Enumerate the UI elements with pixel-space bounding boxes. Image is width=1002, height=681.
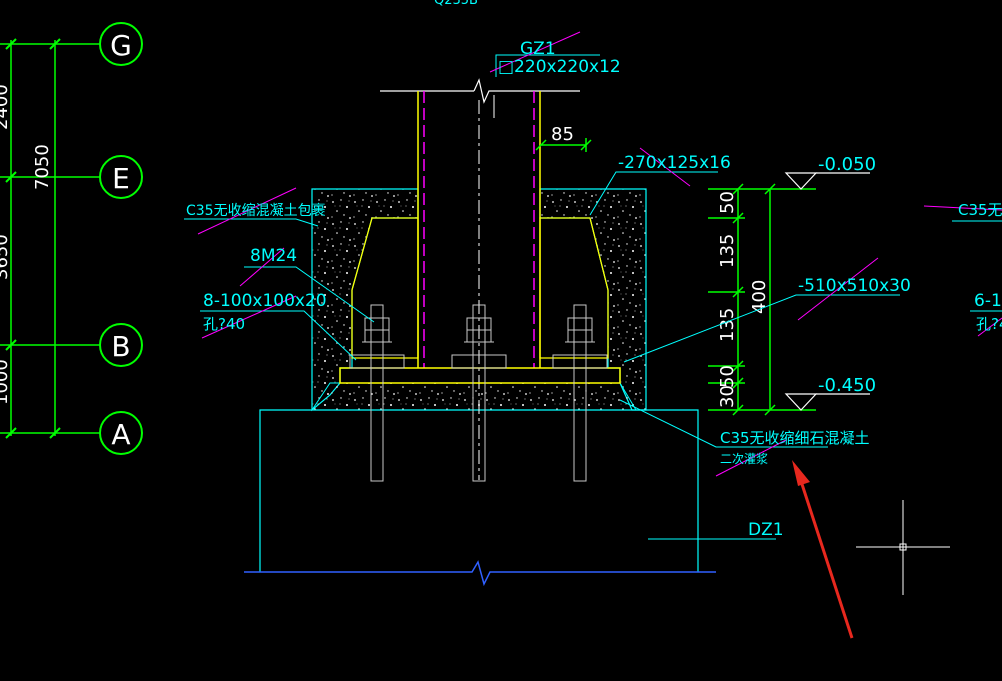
axis-bubble-g <box>99 22 143 66</box>
red-annotation-arrow-icon <box>792 460 854 639</box>
elevation-markers <box>784 172 870 411</box>
elevation-bottom: -0.450 <box>818 375 876 396</box>
grid-axes <box>0 22 143 455</box>
leader-lines <box>184 54 900 540</box>
axis-label-g: G <box>110 29 132 62</box>
right-callout-hole: 孔?4 <box>976 315 1002 333</box>
axis-label-e: E <box>112 162 130 195</box>
dim-400: 400 <box>749 280 770 314</box>
right-callout-washer: 6-1 <box>974 291 1002 311</box>
dim-135-lower: 135 <box>717 308 738 342</box>
top-cut-label: Q235B <box>434 0 478 8</box>
callout-washer-plate: 8-100x100x20 <box>203 291 327 311</box>
grid-dim-span-3: 1000 <box>0 359 12 405</box>
axis-label-b: B <box>111 330 130 363</box>
column-section: □220x220x12 <box>498 57 621 77</box>
elevation-top: -0.050 <box>818 154 876 175</box>
callout-washer-hole: 孔?40 <box>203 315 245 333</box>
axis-label-a: A <box>111 418 130 451</box>
anchor-bolts <box>349 304 608 482</box>
crosshair-cursor-icon <box>856 500 950 595</box>
callout-grout-line1: C35无收缩细石混凝土 <box>720 429 870 447</box>
dim-50-bottom: 50 <box>717 365 738 388</box>
stiffener-plates <box>351 217 609 359</box>
grid-dim-span-2: 3650 <box>0 234 12 280</box>
callout-encasement-left: C35无收缩混凝土包裹 <box>186 203 326 219</box>
grid-dim-span-1: 2400 <box>0 84 12 130</box>
offset-dimension <box>535 138 592 152</box>
column-name: GZ1 <box>520 39 556 59</box>
callout-base-plate: -510x510x30 <box>798 276 911 296</box>
magenta-marks <box>197 31 1002 477</box>
callout-anchor-bolts: 8M24 <box>250 246 297 266</box>
dim-50-top: 50 <box>717 191 738 214</box>
axis-bubble-b <box>99 323 143 367</box>
axis-bubble-e <box>99 155 143 199</box>
concrete-encasement <box>311 188 647 412</box>
dim-30: 30 <box>717 385 738 408</box>
base-plate <box>339 367 621 384</box>
grid-dim-total: 7050 <box>32 144 53 190</box>
callout-stiffener: -270x125x16 <box>618 153 731 173</box>
vertical-dimensions <box>708 183 816 416</box>
callout-grout-line2: 二次灌浆 <box>720 451 768 466</box>
right-callout-encasement: C35无收 <box>958 201 1002 219</box>
offset-dim-label: 85 <box>551 124 574 145</box>
steel-column <box>380 78 580 480</box>
callout-pedestal: DZ1 <box>748 520 784 540</box>
dim-135-upper: 135 <box>717 234 738 268</box>
pedestal-outline <box>244 409 716 587</box>
axis-bubble-a <box>99 411 143 455</box>
